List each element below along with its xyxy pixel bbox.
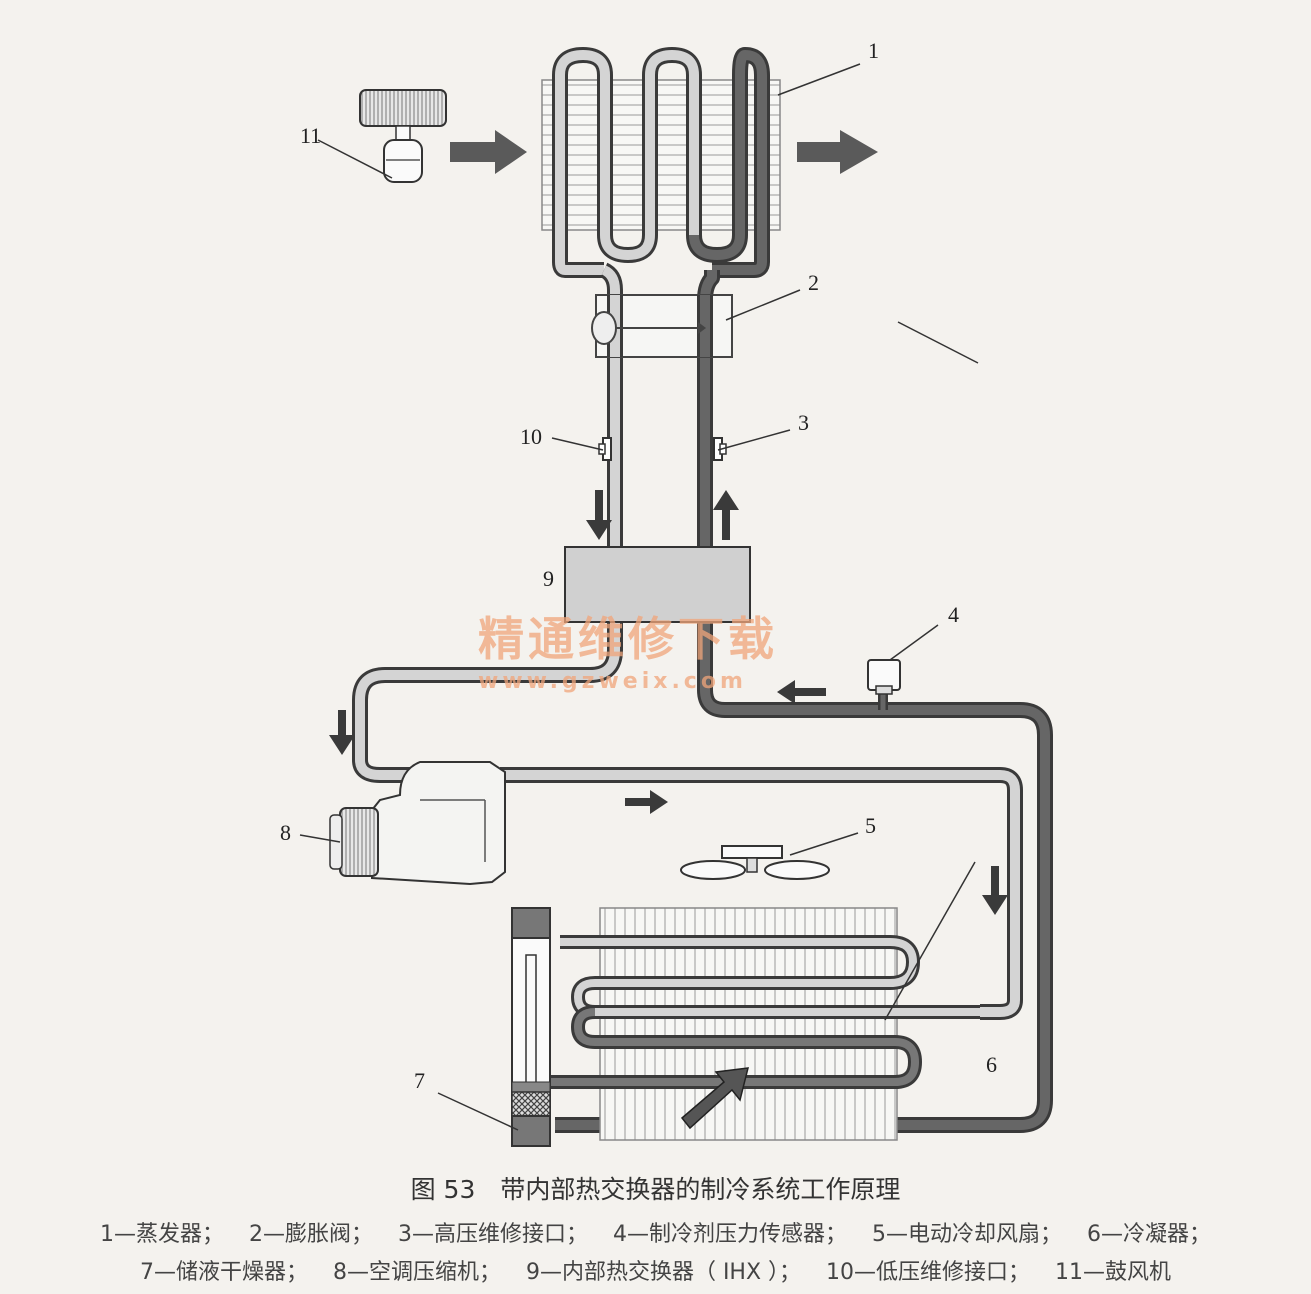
callout-4: 4 [948,602,959,627]
discharge-line [500,767,1023,1020]
callout-1: 1 [868,38,879,63]
airflow-arrow-condenser [680,1067,749,1130]
callout-8: 8 [280,820,291,845]
legend-item: 2—膨胀阀； [249,1222,373,1247]
callout-5: 5 [865,813,876,838]
flow-arrow-left-sensor [777,680,826,704]
legend-item: 7—储液干燥器； [139,1260,308,1285]
flow-arrow-down-ihx [586,490,612,540]
legend-line-2: 7—储液干燥器； 8—空调压缩机； 9—内部热交换器（ IHX ）； 10—低压… [0,1254,1311,1286]
ac-compressor [329,761,506,886]
flow-arrow-up-ihx [713,490,739,540]
watermark-title: 精通维修下载 [478,612,778,666]
callout-3: 3 [798,410,809,435]
low-pressure-line [352,262,623,783]
legend-item: 11—鼓风机 [1055,1260,1172,1285]
legend-item: 10—低压维修接口； [826,1260,1031,1285]
refrigeration-system-diagram: 1 2 3 4 5 6 7 8 9 10 11 精通维修下载 www.gzwei… [280,38,1053,1147]
pressure-sensor [867,659,901,695]
legend-item: 6—冷凝器； [1087,1222,1211,1247]
flow-arrow-down-suction [329,710,355,755]
legend-line-1: 1—蒸发器； 2—膨胀阀； 3—高压维修接口； 4—制冷剂压力传感器； 5—电动… [0,1216,1311,1248]
internal-heat-exchanger [564,546,751,623]
legend-item: 3—高压维修接口； [398,1222,588,1247]
legend-item: 4—制冷剂压力传感器； [613,1222,847,1247]
electric-cooling-fan [680,845,830,880]
flow-arrow-right-discharge [625,790,668,814]
watermark-url: www.gzweix.com [478,669,747,694]
legend-item: 5—电动冷却风扇； [872,1222,1062,1247]
callout-10: 10 [520,424,542,449]
receiver-drier [511,907,551,1147]
blower [359,89,447,183]
legend-item: 8—空调压缩机； [332,1260,501,1285]
leader-lines [299,63,979,1131]
airflow-arrow-out [797,130,878,174]
callout-2: 2 [808,270,819,295]
callout-7: 7 [414,1068,425,1093]
figure-caption: 图 53 带内部热交换器的制冷系统工作原理 [410,1175,901,1204]
airflow-arrow-in [450,130,527,174]
expansion-valve [591,294,733,358]
legend-item: 9—内部热交换器（ IHX ）； [525,1260,802,1285]
evaporator [541,47,781,278]
callout-6: 6 [986,1052,997,1077]
condenser [540,907,980,1141]
callout-9: 9 [543,566,554,591]
flow-arrow-down-condenser [982,866,1008,915]
callout-11: 11 [300,123,321,148]
legend-item: 1—蒸发器； [100,1222,224,1247]
